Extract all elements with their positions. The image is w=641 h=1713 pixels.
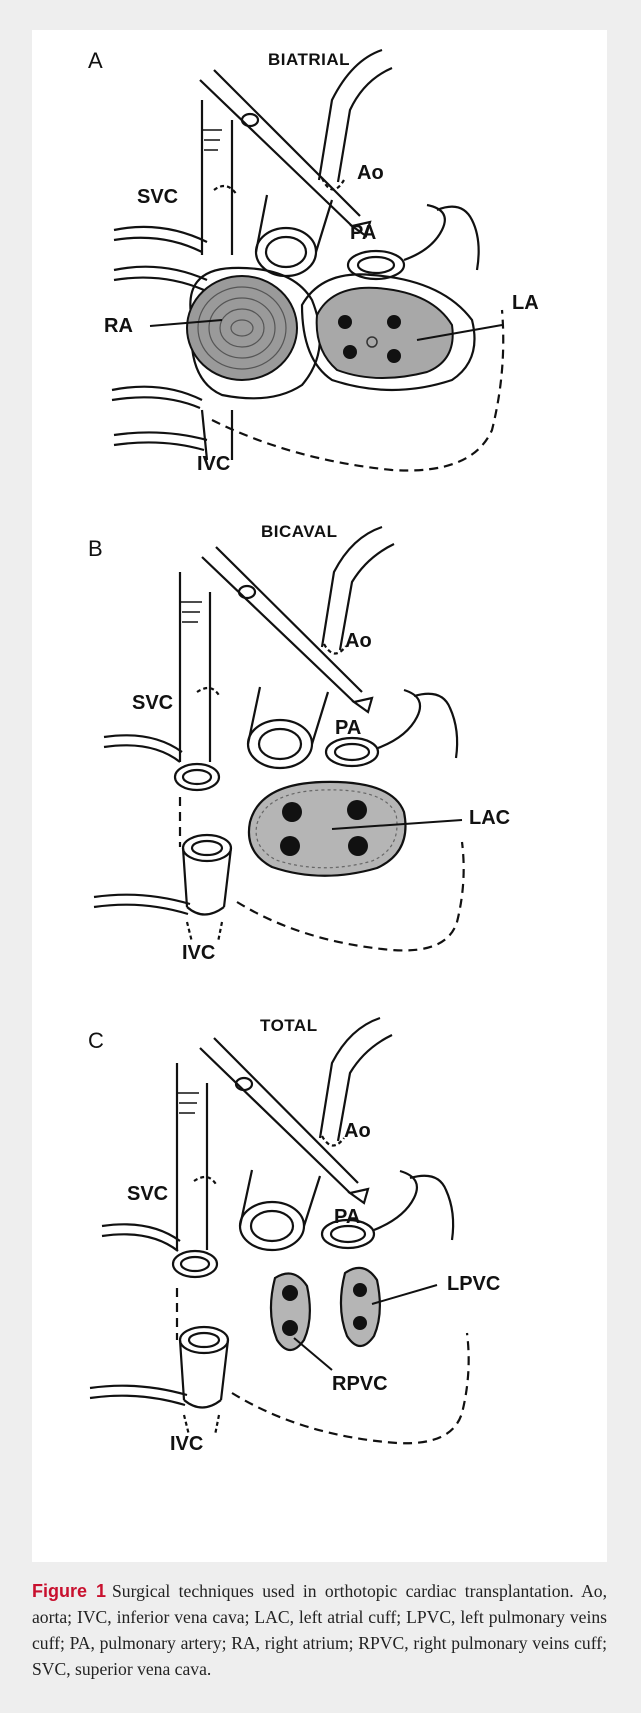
label-lac: LAC [469,807,510,830]
panel-a: A BIATRIAL [32,30,607,530]
label-svc: SVC [127,1183,168,1206]
label-ivc: IVC [170,1433,203,1456]
figure-label: Figure 1 [32,1581,106,1601]
ra-tissue [187,276,297,380]
panel-b: B BICAVAL [32,512,607,1012]
label-ao: Ao [357,162,384,185]
biatrial-drawing [32,30,607,530]
label-ra: RA [104,315,133,338]
label-ao: Ao [344,1120,371,1143]
la-tissue [317,288,453,378]
label-pa: PA [350,222,376,245]
label-ivc: IVC [182,942,215,965]
caption-text: Surgical techniques used in orthotopic c… [32,1581,607,1679]
label-la: LA [512,292,539,315]
label-lpvc: LPVC [447,1273,500,1296]
figure-illustration: A BIATRIAL [32,30,607,1562]
label-pa: PA [335,717,361,740]
bicaval-drawing [32,512,607,1012]
label-rpvc: RPVC [332,1373,388,1396]
label-svc: SVC [132,692,173,715]
label-ao: Ao [345,630,372,653]
lpvc-cuff [341,1268,380,1346]
label-ivc: IVC [197,453,230,476]
label-svc: SVC [137,186,178,209]
lac-tissue [249,782,406,876]
total-drawing [32,988,607,1528]
panel-c: C TOTAL [32,988,607,1488]
rpvc-cuff [271,1274,310,1351]
label-pa: PA [334,1206,360,1229]
